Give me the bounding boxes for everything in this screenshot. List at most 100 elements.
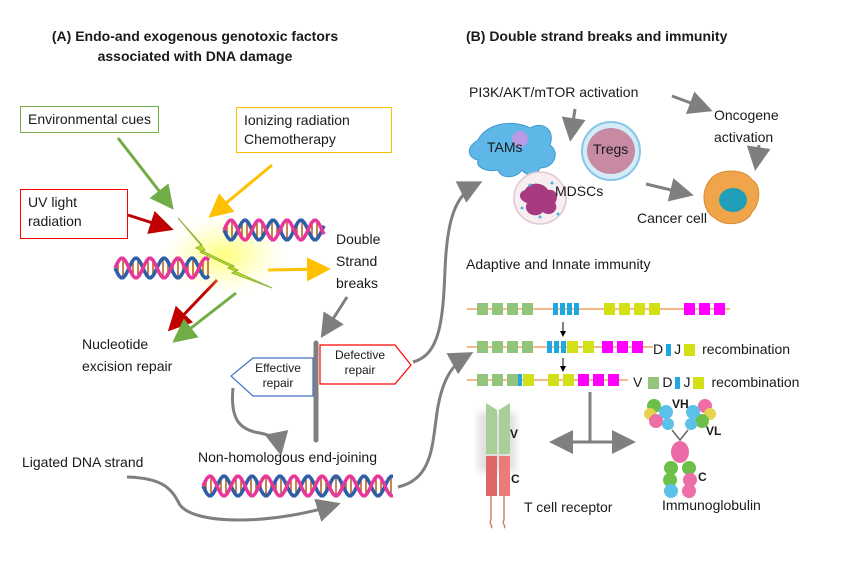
tregs-label: Tregs — [593, 141, 629, 157]
gene-segment — [634, 303, 645, 315]
arrow-defective-to-cells — [412, 181, 483, 364]
double-strand-breaks-label: Double Strand breaks — [336, 228, 380, 294]
t-cell-receptor-icon — [478, 403, 516, 529]
gene-segment — [567, 341, 578, 353]
dj-recombination-label: D J recombination — [653, 340, 790, 359]
arrow-pi3k-oncogene — [671, 91, 713, 114]
oncogene-line1: Oncogene — [714, 107, 779, 123]
mdsc-cell-icon — [513, 171, 567, 225]
chemotherapy-label: Chemotherapy — [244, 131, 336, 147]
vdj-recombination-label: V D J recombination — [633, 373, 799, 392]
recombination-text: recombination — [711, 374, 800, 390]
gene-segment — [492, 341, 503, 353]
pi3k-label: PI3K/AKT/mTOR activation — [469, 84, 639, 100]
gene-segment — [567, 303, 572, 315]
defective-line1: Defective — [334, 348, 386, 362]
ionizing-radiation-box: Ionizing radiation Chemotherapy — [236, 107, 392, 153]
dna-helix-icon — [113, 256, 211, 280]
gene-segment — [554, 341, 559, 353]
gene-segment — [632, 341, 643, 353]
d-segment-swatch — [675, 376, 681, 389]
environmental-cues-box: Environmental cues — [20, 106, 159, 133]
gene-segment — [563, 374, 574, 386]
ig-vh-label: VH — [672, 397, 689, 411]
ionizing-radiation-label: Ionizing radiation — [244, 112, 350, 128]
gene-segment — [604, 303, 615, 315]
panel-a-title: (A) Endo-and exogenous genotoxic factors… — [30, 26, 360, 66]
dsb-line2: Strand — [336, 253, 378, 269]
effective-line1: Effective — [255, 361, 301, 375]
gene-segment — [608, 374, 619, 386]
immunoglobulin-icon — [644, 399, 716, 498]
gene-segment — [574, 303, 579, 315]
ner-line2: excision repair — [82, 358, 173, 374]
gene-segment — [507, 303, 518, 315]
dna-strand — [201, 474, 393, 498]
uv-radiation-label: radiation — [28, 213, 82, 229]
dna-strand — [222, 218, 326, 242]
defective-repair-label: Defective repair — [322, 348, 398, 378]
effective-repair-sign — [230, 357, 314, 397]
gene-segment — [522, 303, 533, 315]
arrow-ligated-to-nhej — [126, 475, 341, 522]
panel-a-title-line1: (A) Endo-and exogenous genotoxic factors — [51, 28, 339, 44]
d-label: D — [653, 341, 664, 357]
gene-segment — [518, 374, 522, 386]
ig-label: Immunoglobulin — [662, 497, 761, 513]
tcr-c-label: C — [511, 472, 520, 486]
dna-strand — [113, 256, 211, 280]
j-label: J — [674, 341, 682, 357]
arrow-environmental — [116, 137, 174, 210]
gene-segment — [553, 303, 558, 315]
gene-segment — [477, 303, 488, 315]
gene-segment — [492, 303, 503, 315]
gene-segment — [548, 374, 559, 386]
gene-segment — [507, 374, 518, 386]
panel-a-title-line2: associated with DNA damage — [97, 48, 293, 64]
gene-segment — [578, 374, 589, 386]
gene-segment — [699, 303, 710, 315]
defective-repair-sign — [319, 344, 412, 385]
gene-segment — [547, 341, 552, 353]
cancer-cell-label: Cancer cell — [637, 210, 708, 226]
uv-light-box: UV light radiation — [20, 189, 128, 239]
dna-strand — [113, 256, 211, 280]
environmental-cues-label: Environmental cues — [28, 111, 151, 127]
gene-segment — [477, 341, 488, 353]
j-label: J — [683, 374, 691, 390]
gene-segment — [602, 341, 613, 353]
mdscs-label: MDSCs — [555, 183, 604, 199]
panel-b-title: (B) Double strand breaks and immunity — [466, 28, 728, 44]
recombination-text: recombination — [702, 341, 791, 357]
cancer-cell-icon — [703, 170, 760, 225]
ig-vl-label: VL — [706, 424, 722, 438]
arrow-ionizing — [208, 163, 273, 218]
d-label: D — [662, 374, 673, 390]
tcr-v-label: V — [510, 427, 519, 441]
ligated-dna-label: Ligated DNA strand — [22, 454, 144, 470]
arrow-green-ner — [172, 291, 237, 343]
dna-strand — [201, 474, 393, 498]
arrow-pi3k-cells — [561, 108, 586, 142]
gene-segment — [523, 374, 534, 386]
arrow-uv — [127, 211, 174, 234]
gene-segment — [522, 341, 533, 353]
ig-c-label: C — [698, 470, 707, 484]
v-label: V — [633, 374, 643, 390]
immunity-heading: Adaptive and Innate immunity — [466, 256, 651, 272]
tcr-label: T cell receptor — [524, 499, 613, 515]
gene-segment — [593, 374, 604, 386]
v-segment-swatch — [648, 376, 660, 389]
gene-segment — [714, 303, 725, 315]
tams-label: TAMs — [487, 139, 523, 155]
j-segment-swatch — [693, 376, 705, 389]
gene-segment — [617, 341, 628, 353]
arrow-oncogene-cancer — [746, 144, 771, 171]
lightning-bolt-icon — [177, 217, 273, 289]
effective-line2: repair — [262, 376, 294, 390]
arrow-effective-to-nhej — [230, 387, 289, 456]
arrow-dsb-signpost — [320, 296, 349, 339]
uv-light-label: UV light — [28, 194, 78, 210]
effective-repair-label: Effective repair — [245, 361, 311, 391]
